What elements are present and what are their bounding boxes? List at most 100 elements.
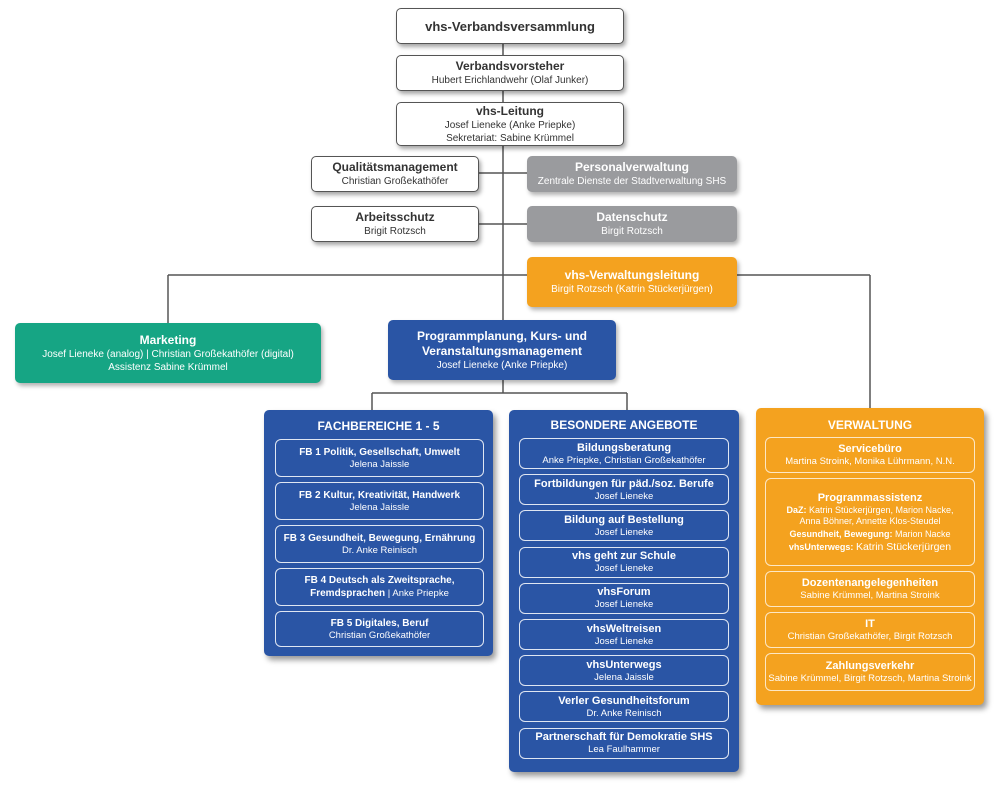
arbeitsschutz-person: Brigit Rotzsch [364,226,426,237]
daz-label: DaZ: [786,505,807,515]
verwaltungsleitung-title: vhs-Verwaltungsleitung [564,268,700,282]
besondere-angebot-name: vhsWeltreisen [586,622,662,635]
vhsunterwegs-label: vhsUnterwegs: [788,542,854,552]
besondere-angebot-name: Partnerschaft für Demokratie SHS [535,731,713,744]
besondere-angebot-person: Jelena Jaissle [594,671,654,683]
it-person: Christian Großekathöfer, Birgit Rotzsch [787,631,953,642]
marketing-box: Marketing Josef Lieneke (analog) | Chris… [15,323,321,383]
zahlungsverkehr-person: Sabine Krümmel, Birgit Rotzsch, Martina … [768,673,972,684]
verbandsvorsteher-box: Verbandsvorsteher Hubert Erichlandwehr (… [396,55,624,91]
verbandsvorsteher-title: Verbandsvorsteher [455,59,565,73]
fb1-person: Jelena Jaissle [349,458,410,470]
fb5-person: Christian Großekathöfer [328,629,431,641]
fb5-code: FB 5 [330,617,353,629]
dozentenangelegenheiten-item: Dozentenangelegenheiten Sabine Krümmel, … [765,571,975,607]
fb1-name: Politik, Gesellschaft, Umwelt [323,446,460,458]
besondere-angebot-person: Anke Priepke, Christian Großekathöfer [542,454,706,466]
vhs-leitung-person: Josef Lieneke (Anke Priepke) [444,119,576,131]
verbandsversammlung-title: vhs-Verbandsversammlung [425,18,595,34]
servicebuero-item: Servicebüro Martina Stroink, Monika Lühr… [765,437,975,473]
besondere-angebot-person: Josef Lieneke [594,563,654,575]
besondere-angebot-person: Josef Lieneke [594,526,654,538]
vhs-leitung-title: vhs-Leitung [476,103,544,118]
besondere-angebot-name: vhsUnterwegs [586,658,662,671]
qualitaetsmanagement-person: Christian Großekathöfer [341,176,449,187]
personalverwaltung-box: Personalverwaltung Zentrale Dienste der … [527,156,737,192]
fb2-name: Kultur, Kreativität, Handwerk [323,489,461,501]
datenschutz-title: Datenschutz [596,210,668,224]
vhsunterwegs-person: Katrin Stückerjürgen [855,541,952,553]
besondere-angebot-name: vhsForum [597,586,651,599]
vhs-leitung-box: vhs-Leitung Josef Lieneke (Anke Priepke)… [396,102,624,146]
vhs-leitung-secretary: Sekretariat: Sabine Krümmel [446,132,574,144]
qualitaetsmanagement-title: Qualitätsmanagement [332,160,458,174]
fb1-item: FB 1 Politik, Gesellschaft, Umwelt Jelen… [275,439,484,477]
zahlungsverkehr-name: Zahlungsverkehr [825,660,915,672]
fb4-item: FB 4 Deutsch als Zweitsprache, Fremdspra… [275,568,484,606]
fb4-person: | Anke Priepke [387,588,449,599]
programmplanung-box: Programmplanung, Kurs- und Veranstaltung… [388,320,616,380]
besondere-angebot-person: Josef Lieneke [594,635,654,647]
personalverwaltung-title: Personalverwaltung [574,160,690,174]
besondere-angebot-name: Verler Gesundheitsforum [558,694,690,707]
verbandsvorsteher-person: Hubert Erichlandwehr (Olaf Junker) [431,75,589,86]
servicebuero-person: Martina Stroink, Monika Lührmann, N.N. [785,456,955,467]
fachbereiche-title: FACHBEREICHE 1 - 5 [317,419,440,433]
zahlungsverkehr-item: Zahlungsverkehr Sabine Krümmel, Birgit R… [765,653,975,691]
arbeitsschutz-title: Arbeitsschutz [355,210,435,224]
dozentenangelegenheiten-name: Dozentenangelegenheiten [801,577,939,589]
fb3-person: Dr. Anke Reinisch [342,544,417,556]
besondere-angebot-name: Bildungsberatung [576,441,672,454]
fb4-code: FB 4 [304,575,327,586]
marketing-title: Marketing [139,332,197,347]
besondere-angebot-person: Lea Faulhammer [588,744,660,756]
besondere-angebot-name: vhs geht zur Schule [572,550,676,563]
fb4-name: Deutsch als Zweitsprache, [328,575,455,586]
verwaltungsleitung-person: Birgit Rotzsch (Katrin Stückerjürgen) [551,284,713,295]
fb1-code: FB 1 [299,446,321,458]
besondere-angebot-person: Josef Lieneke [594,490,654,502]
programmassistenz-item: Programmassistenz DaZ: Katrin Stückerjür… [765,478,975,566]
fb2-item: FB 2 Kultur, Kreativität, Handwerk Jelen… [275,482,484,520]
programmplanung-title-line1: Programmplanung, Kurs- und [416,328,587,343]
verwaltung-title: VERWALTUNG [827,418,913,432]
datenschutz-person: Birgit Rotzsch [601,226,663,237]
gesundheit-label: Gesundheit, Bewegung: [789,529,893,539]
it-item: IT Christian Großekathöfer, Birgit Rotzs… [765,612,975,648]
gesundheit-person: Marion Nacke [895,529,951,539]
marketing-line1: Josef Lieneke (analog) | Christian Große… [42,348,294,360]
besondere-angebot-person: Josef Lieneke [594,599,654,611]
verbandsversammlung-box: vhs-Verbandsversammlung [396,8,624,44]
daz-line2: Anna Böhner, Annette Klos-Steudel [799,516,941,526]
fb3-code: FB 3 [283,532,306,544]
fb2-code: FB 2 [298,489,321,501]
fb5-item: FB 5 Digitales, Beruf Christian Großekat… [275,611,484,647]
servicebuero-name: Servicebüro [838,443,902,455]
fb3-name: Gesundheit, Bewegung, Ernährung [308,532,476,544]
arbeitsschutz-box: Arbeitsschutz Brigit Rotzsch [311,206,479,242]
fb4-name-line2: Fremdsprachen [310,588,386,599]
verwaltungsleitung-box: vhs-Verwaltungsleitung Birgit Rotzsch (K… [527,257,737,307]
marketing-line2: Assistenz Sabine Krümmel [108,361,228,373]
besondere-angebote-title: BESONDERE ANGEBOTE [550,418,698,432]
qualitaetsmanagement-box: Qualitätsmanagement Christian Großekathö… [311,156,479,192]
daz-line1: Katrin Stückerjürgen, Marion Nacke, [808,505,954,515]
besondere-angebot-name: Fortbildungen für päd./soz. Berufe [534,477,714,490]
fb5-name: Digitales, Beruf [355,617,429,629]
fachbereiche-panel: FACHBEREICHE 1 - 5 FB 1 Politik, Gesells… [264,410,493,656]
fb3-item: FB 3 Gesundheit, Bewegung, Ernährung Dr.… [275,525,484,563]
it-name: IT [865,618,875,630]
datenschutz-box: Datenschutz Birgit Rotzsch [527,206,737,242]
fb2-person: Jelena Jaissle [349,501,410,513]
programmplanung-person: Josef Lieneke (Anke Priepke) [436,359,568,371]
